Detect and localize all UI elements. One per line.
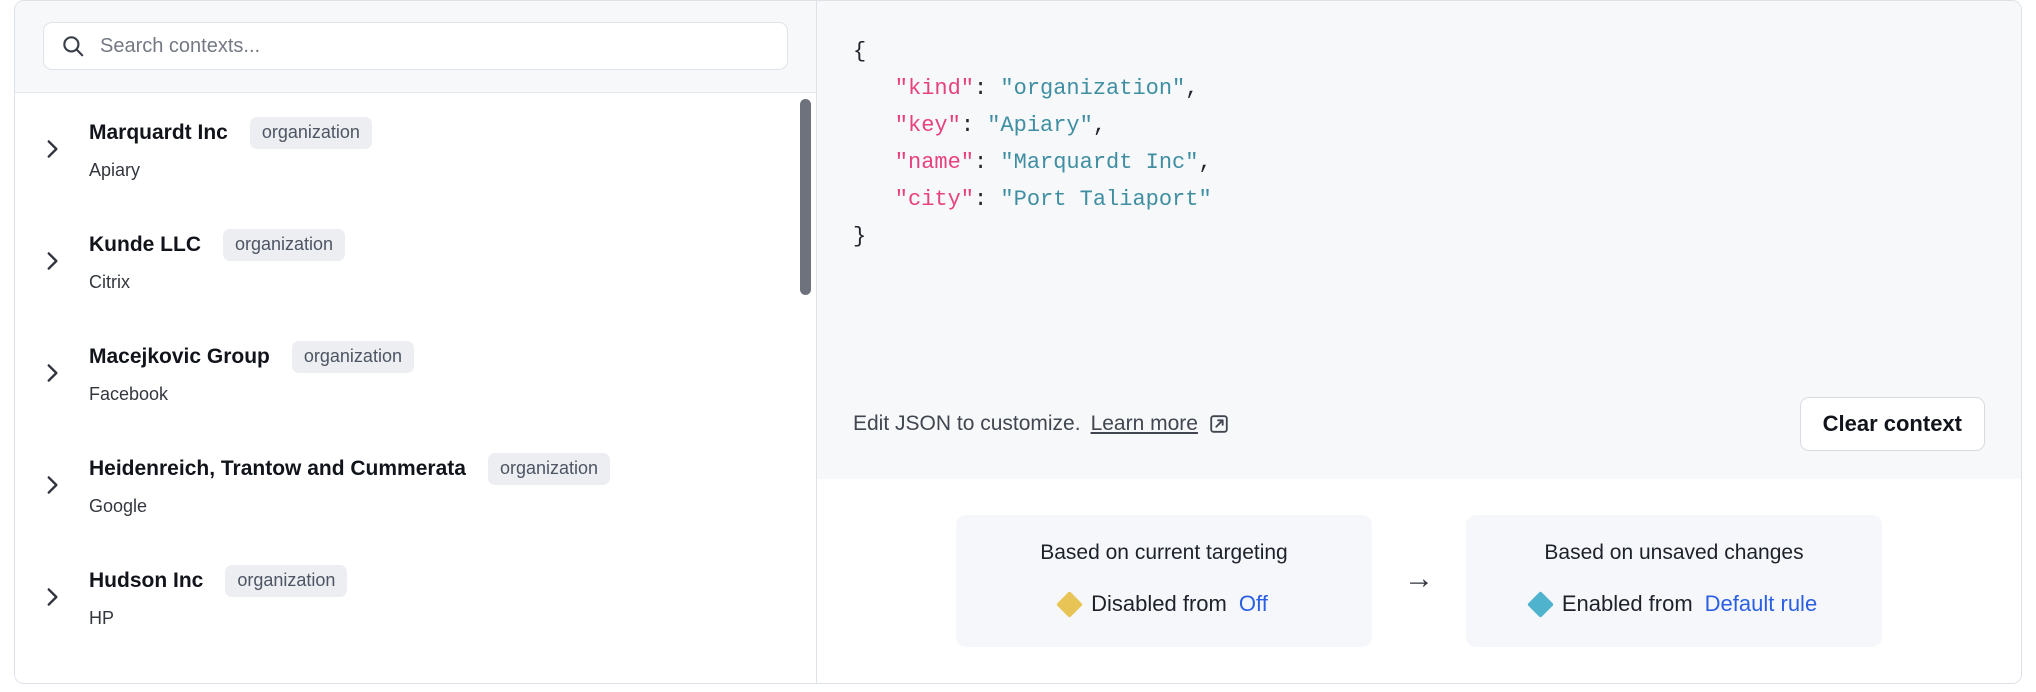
- contexts-list-panel: Marquardt Inc organization Apiary Kunde …: [15, 1, 817, 683]
- search-icon: [60, 33, 86, 59]
- current-status-text: Disabled from: [1091, 591, 1227, 616]
- context-key: Citrix: [89, 272, 130, 292]
- chevron-right-icon[interactable]: [15, 584, 89, 610]
- context-picker-panel: Marquardt Inc organization Apiary Kunde …: [14, 0, 2022, 684]
- chevron-right-icon[interactable]: [15, 136, 89, 162]
- list-item[interactable]: Heidenreich, Trantow and Cummerata organ…: [15, 429, 816, 541]
- edit-json-hint-text: Edit JSON to customize.: [853, 412, 1081, 435]
- search-input[interactable]: [100, 23, 771, 69]
- json-footer: Edit JSON to customize. Learn more Clear…: [817, 397, 2021, 479]
- context-kind-badge: organization: [249, 117, 372, 149]
- json-colon: :: [974, 186, 988, 212]
- list-item-titleline: Hudson Inc organization: [89, 565, 816, 597]
- arrow-right-icon: →: [1404, 562, 1434, 595]
- json-colon: :: [974, 75, 988, 101]
- current-targeting-card: Based on current targeting Disabled from…: [956, 515, 1372, 647]
- json-comma: ,: [1092, 112, 1107, 138]
- list-item-body: Heidenreich, Trantow and Cummerata organ…: [89, 453, 816, 517]
- list-item-titleline: Kunde LLC organization: [89, 229, 816, 261]
- list-item-body: Macejkovic Group organization Facebook: [89, 341, 816, 405]
- list-item[interactable]: Kunde LLC organization Citrix: [15, 205, 816, 317]
- context-name: Heidenreich, Trantow and Cummerata: [89, 457, 466, 480]
- json-key: "key": [894, 112, 961, 138]
- chevron-right-icon[interactable]: [15, 472, 89, 498]
- external-link-icon[interactable]: [1208, 413, 1230, 435]
- unsaved-changes-card: Based on unsaved changes Enabled from De…: [1466, 515, 1882, 647]
- current-targeting-title: Based on current targeting: [1040, 541, 1288, 564]
- json-value: "Marquardt Inc": [1000, 149, 1199, 175]
- json-key: "city": [894, 186, 975, 212]
- unsaved-status-text: Enabled from: [1561, 591, 1693, 616]
- context-key: Facebook: [89, 384, 169, 404]
- variation-diamond-icon: [1526, 590, 1554, 618]
- contexts-scroll-area[interactable]: Marquardt Inc organization Apiary Kunde …: [15, 93, 816, 683]
- context-detail-panel: { "kind": "organization", "key": "Apiary…: [817, 1, 2021, 683]
- context-key: Apiary: [89, 160, 141, 180]
- list-item[interactable]: Macejkovic Group organization Facebook: [15, 317, 816, 429]
- edit-json-hint: Edit JSON to customize. Learn more: [853, 412, 1230, 436]
- list-scrollbar-thumb[interactable]: [800, 99, 811, 295]
- json-colon: :: [960, 112, 975, 138]
- variation-diamond-icon: [1056, 590, 1084, 618]
- context-kind-badge: organization: [291, 341, 414, 373]
- json-value: "Port Taliaport": [1000, 186, 1212, 212]
- clear-context-button[interactable]: Clear context: [1799, 397, 1985, 451]
- contexts-list: Marquardt Inc organization Apiary Kunde …: [15, 93, 816, 653]
- current-targeting-status: Disabled from Off: [976, 590, 1352, 618]
- json-comma: ,: [1198, 149, 1212, 175]
- list-item-body: Hudson Inc organization HP: [89, 565, 816, 629]
- context-name: Marquardt Inc: [89, 121, 228, 144]
- context-kind-badge: organization: [225, 565, 348, 597]
- context-key: Google: [89, 496, 148, 516]
- list-item-titleline: Heidenreich, Trantow and Cummerata organ…: [89, 453, 816, 485]
- context-kind-badge: organization: [222, 229, 346, 261]
- chevron-right-icon[interactable]: [15, 360, 89, 386]
- evaluation-comparison: Based on current targeting Disabled from…: [817, 479, 2021, 683]
- json-value: "Apiary": [987, 112, 1093, 138]
- json-open-brace: {: [853, 39, 867, 64]
- unsaved-rule-link[interactable]: Default rule: [1704, 591, 1818, 616]
- context-key: HP: [89, 608, 115, 628]
- context-name: Kunde LLC: [89, 233, 201, 256]
- list-item[interactable]: Hudson Inc organization HP: [15, 541, 816, 653]
- json-comma: ,: [1185, 75, 1199, 101]
- json-editor-area: { "kind": "organization", "key": "Apiary…: [817, 1, 2021, 479]
- json-key: "kind": [894, 75, 975, 101]
- search-box[interactable]: [43, 22, 788, 70]
- current-rule-link[interactable]: Off: [1238, 591, 1268, 616]
- json-value: "organization": [1000, 75, 1186, 101]
- json-colon: :: [974, 149, 988, 175]
- list-item-titleline: Macejkovic Group organization: [89, 341, 816, 373]
- chevron-right-icon[interactable]: [15, 248, 89, 274]
- json-key: "name": [894, 149, 975, 175]
- context-name: Hudson Inc: [89, 569, 204, 592]
- json-close-brace: }: [853, 223, 867, 249]
- list-item-body: Kunde LLC organization Citrix: [89, 229, 816, 293]
- unsaved-changes-title: Based on unsaved changes: [1544, 541, 1804, 564]
- unsaved-changes-status: Enabled from Default rule: [1486, 590, 1862, 618]
- search-header: [15, 1, 816, 93]
- learn-more-link[interactable]: Learn more: [1090, 412, 1198, 435]
- list-item-titleline: Marquardt Inc organization: [89, 117, 816, 149]
- context-kind-badge: organization: [487, 453, 611, 485]
- list-item[interactable]: Marquardt Inc organization Apiary: [15, 93, 816, 205]
- list-item-body: Marquardt Inc organization Apiary: [89, 117, 816, 181]
- context-name: Macejkovic Group: [89, 345, 270, 368]
- json-code-block[interactable]: { "kind": "organization", "key": "Apiary…: [817, 34, 2021, 397]
